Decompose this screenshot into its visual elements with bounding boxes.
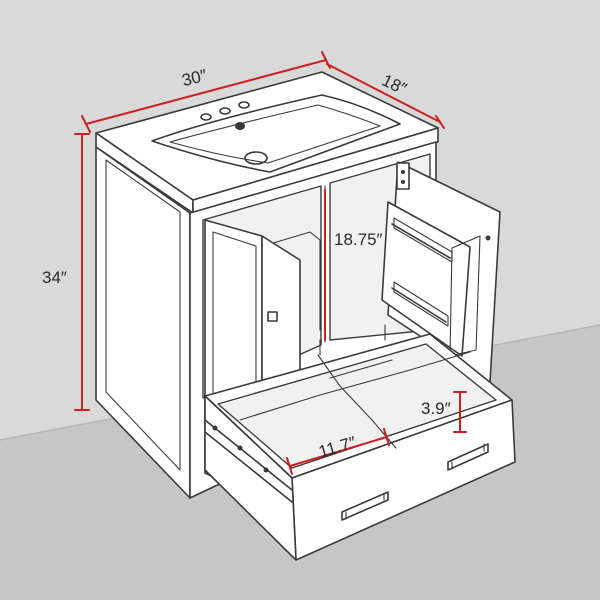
drawer-width-dimension-line bbox=[286, 428, 390, 475]
overflow-hole bbox=[235, 122, 245, 130]
right-door bbox=[381, 161, 501, 383]
sink-basin bbox=[151, 94, 401, 173]
drawer bbox=[204, 324, 516, 561]
drawer-handle-right bbox=[447, 443, 489, 471]
width-label: 30″ bbox=[180, 66, 209, 90]
drain bbox=[244, 151, 268, 165]
drawer-depth-dimension-line bbox=[453, 391, 467, 433]
depth-label: 18″ bbox=[379, 71, 410, 99]
drawer-depth-label: 3.9″ bbox=[421, 399, 451, 418]
interior-height-label: 18.75″ bbox=[334, 230, 383, 249]
height-dimension-line bbox=[74, 133, 90, 411]
drawer-handle-left bbox=[341, 491, 389, 521]
faucet-holes bbox=[200, 101, 250, 121]
height-label: 34″ bbox=[42, 268, 67, 287]
drawer-slide bbox=[204, 419, 293, 503]
depth-dimension-line bbox=[326, 63, 445, 129]
hinge bbox=[396, 162, 410, 190]
